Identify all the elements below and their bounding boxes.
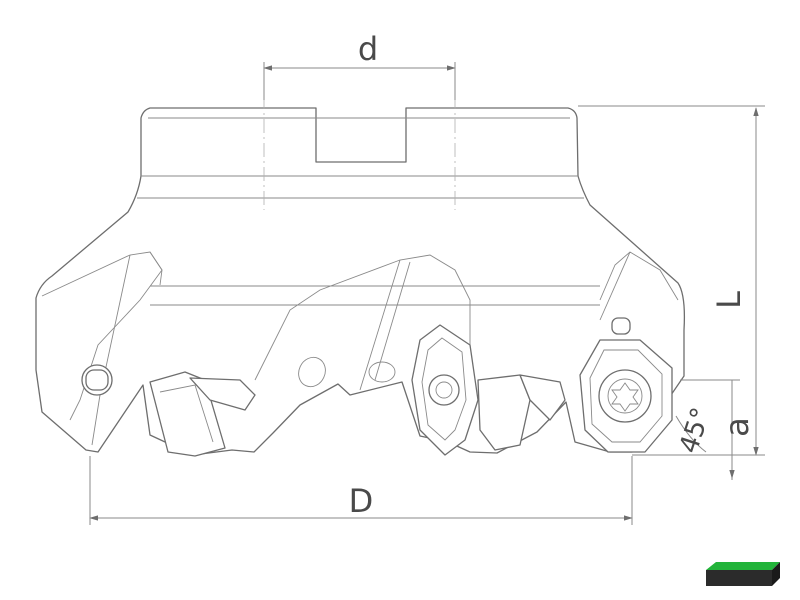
insert-left xyxy=(149,371,256,457)
coolant-hole-2 xyxy=(368,361,396,383)
insert-left-clamp xyxy=(189,377,256,411)
insert-right-pin xyxy=(611,317,631,335)
insert-right-inner xyxy=(589,349,663,443)
dim-d-label: d xyxy=(358,30,378,68)
pin-head xyxy=(85,369,109,391)
cutter-body xyxy=(35,107,686,456)
insert-mid-inner xyxy=(421,337,467,441)
pocket-left-tip xyxy=(149,251,163,286)
dim-D-label: D xyxy=(349,482,374,520)
dim-angle-label: 45° xyxy=(674,404,717,457)
torx-icon xyxy=(435,381,453,399)
pocket-mid-flute xyxy=(359,259,401,391)
dim-a: a xyxy=(680,379,756,480)
dim-a-label: a xyxy=(718,417,756,437)
pocket-mid-flute-2 xyxy=(374,261,411,381)
insert-material-icon-top xyxy=(706,562,780,570)
pockets xyxy=(41,251,679,446)
torx-icon xyxy=(611,382,639,412)
dim-d: d xyxy=(263,30,456,100)
insert-right xyxy=(579,317,673,453)
coolant-hole xyxy=(298,356,326,388)
locating-pin xyxy=(81,364,113,396)
insert-left-edge xyxy=(159,384,214,443)
insert-mid-clamp xyxy=(519,374,566,421)
pocket-mid-edge xyxy=(254,254,471,381)
insert-right-screw-inner xyxy=(607,378,643,414)
dim-D: D xyxy=(89,456,633,525)
insert-material-icon-front xyxy=(706,570,772,586)
angle-arc xyxy=(675,415,707,453)
pocket-right-flute xyxy=(599,251,631,321)
dim-L-label: L xyxy=(710,291,748,309)
insert-mid-screw xyxy=(428,374,460,406)
insert-material-icon xyxy=(706,562,780,586)
insert-material-icon-side xyxy=(772,562,780,586)
pocket-left-edge xyxy=(41,251,163,421)
hub-outline xyxy=(35,107,686,456)
insert-mid xyxy=(411,324,566,456)
insert-right-screw xyxy=(598,369,652,423)
